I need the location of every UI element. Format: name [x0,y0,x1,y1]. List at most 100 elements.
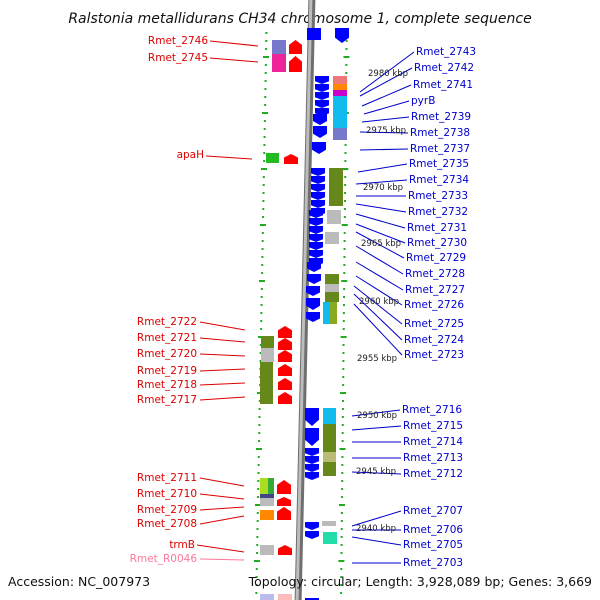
gene-annotation-box [323,424,336,452]
gene-annotation-box [260,478,268,494]
forward-gene-arrow [284,154,298,164]
tick-mark [260,320,263,322]
gene-annotation-box [323,462,336,476]
tick-mark [340,592,343,594]
gene-label-rmet-2711[interactable]: Rmet_2711 [137,472,197,484]
leader-line [361,116,410,123]
tick-mark [255,592,258,594]
tick-mark [341,480,344,482]
gene-label-rmet-2731[interactable]: Rmet_2731 [407,222,467,234]
gene-label-rmet-2727[interactable]: Rmet_2727 [405,284,465,296]
reverse-gene-arrow [305,428,319,446]
scale-labels: 2980 kbp 2975 kbp 2970 kbp 2965 kbp 2960… [356,69,408,534]
tick-mark [340,336,347,338]
forward-gene-arrow [278,392,292,404]
gene-label-rmet-2707[interactable]: Rmet_2707 [403,505,463,517]
tick-mark [255,584,258,586]
tick-mark [261,248,264,250]
tick-mark [257,472,260,474]
gene-label-rmet-2722[interactable]: Rmet_2722 [137,316,197,328]
leader-line [205,155,253,160]
leader-line [196,544,245,553]
gene-label-trmb[interactable]: trmB [169,539,195,551]
tick-mark [258,424,261,426]
gene-label-rmet-2728[interactable]: Rmet_2728 [405,268,465,280]
gene-label-rmet-2735[interactable]: Rmet_2735 [409,158,469,170]
gene-label-pyrb[interactable]: pyrB [411,95,435,107]
gene-label-rmet-2716[interactable]: Rmet_2716 [402,404,462,416]
tick-mark [341,408,344,410]
gene-label-rmet-2712[interactable]: Rmet_2712 [403,468,463,480]
gene-annotation-box [260,362,273,404]
gene-label-rmet-2734[interactable]: Rmet_2734 [409,174,469,186]
gene-label-rmet-2717[interactable]: Rmet_2717 [137,394,197,406]
gene-label-rmet-2714[interactable]: Rmet_2714 [403,436,463,448]
tick-mark [264,64,267,66]
tick-mark [261,256,264,258]
gene-label-rmet-2746[interactable]: Rmet_2746 [148,35,208,47]
tick-mark [263,152,266,154]
tick-mark [263,136,266,138]
tick-mark [263,128,266,130]
tick-mark [259,224,266,226]
leader-line [355,261,404,291]
leader-line [355,213,406,229]
tick-mark [340,552,343,554]
gene-label-rmet-2726[interactable]: Rmet_2726 [404,299,464,311]
gene-label-rmet-2738[interactable]: Rmet_2738 [410,127,470,139]
reverse-gene-arrow [309,242,323,250]
tick-mark [255,576,258,578]
gene-label-rmet-2715[interactable]: Rmet_2715 [403,420,463,432]
tick-mark [264,72,267,74]
tick-mark [265,32,268,34]
gene-label-rmet-r0046[interactable]: Rmet_R0046 [130,553,198,565]
gene-label-rmet-2710[interactable]: Rmet_2710 [137,488,197,500]
gene-label-rmet-2737[interactable]: Rmet_2737 [410,143,470,155]
tick-mark [345,40,348,42]
gene-label-rmet-2718[interactable]: Rmet_2718 [137,379,197,391]
tick-mark [265,40,268,42]
gene-label-rmet-2720[interactable]: Rmet_2720 [137,348,197,360]
tick-mark [255,448,262,450]
chromosome-backbone [294,0,316,600]
gene-label-rmet-2733[interactable]: Rmet_2733 [408,190,468,202]
leader-line [355,245,404,275]
gene-label-rmet-2741[interactable]: Rmet_2741 [413,79,473,91]
tick-mark [261,264,264,266]
gene-annotation-box [322,521,336,526]
gene-label-rmet-2724[interactable]: Rmet_2724 [404,334,464,346]
tick-mark [339,448,346,450]
gene-label-rmet-2730[interactable]: Rmet_2730 [407,237,467,249]
gene-annotation-box [307,28,321,40]
gene-annotation-box [260,594,274,600]
gene-features [260,28,349,600]
gene-label-rmet-2713[interactable]: Rmet_2713 [403,452,463,464]
gene-label-rmet-2729[interactable]: Rmet_2729 [406,252,466,264]
gene-label-rmet-2739[interactable]: Rmet_2739 [411,111,471,123]
gene-label-rmet-2705[interactable]: Rmet_2705 [403,539,463,551]
gene-label-rmet-2709[interactable]: Rmet_2709 [137,504,197,516]
reverse-gene-arrow [311,176,325,184]
gene-label-rmet-2721[interactable]: Rmet_2721 [137,332,197,344]
reverse-gene-arrow [305,464,319,472]
gene-label-rmet-2723[interactable]: Rmet_2723 [404,349,464,361]
tick-mark [344,144,347,146]
gene-label-rmet-2732[interactable]: Rmet_2732 [408,206,468,218]
forward-gene-arrow [278,364,292,376]
gene-label-rmet-2725[interactable]: Rmet_2725 [404,318,464,330]
gene-label-rmet-2745[interactable]: Rmet_2745 [148,52,208,64]
gene-annotation-box [272,54,286,72]
gene-label-rmet-2742[interactable]: Rmet_2742 [414,62,474,74]
gene-label-apah[interactable]: apaH [177,149,204,161]
tick-mark [260,288,263,290]
forward-gene-arrow [278,326,292,338]
tick-mark [343,256,346,258]
gene-label-rmet-2719[interactable]: Rmet_2719 [137,365,197,377]
gene-label-rmet-2706[interactable]: Rmet_2706 [403,524,463,536]
gene-label-rmet-2708[interactable]: Rmet_2708 [137,518,197,530]
gene-label-rmet-2703[interactable]: Rmet_2703 [403,557,463,569]
gene-annotation-box [268,478,274,494]
gene-label-rmet-2743[interactable]: Rmet_2743 [416,46,476,58]
tick-mark [341,472,344,474]
leader-line [209,40,259,47]
